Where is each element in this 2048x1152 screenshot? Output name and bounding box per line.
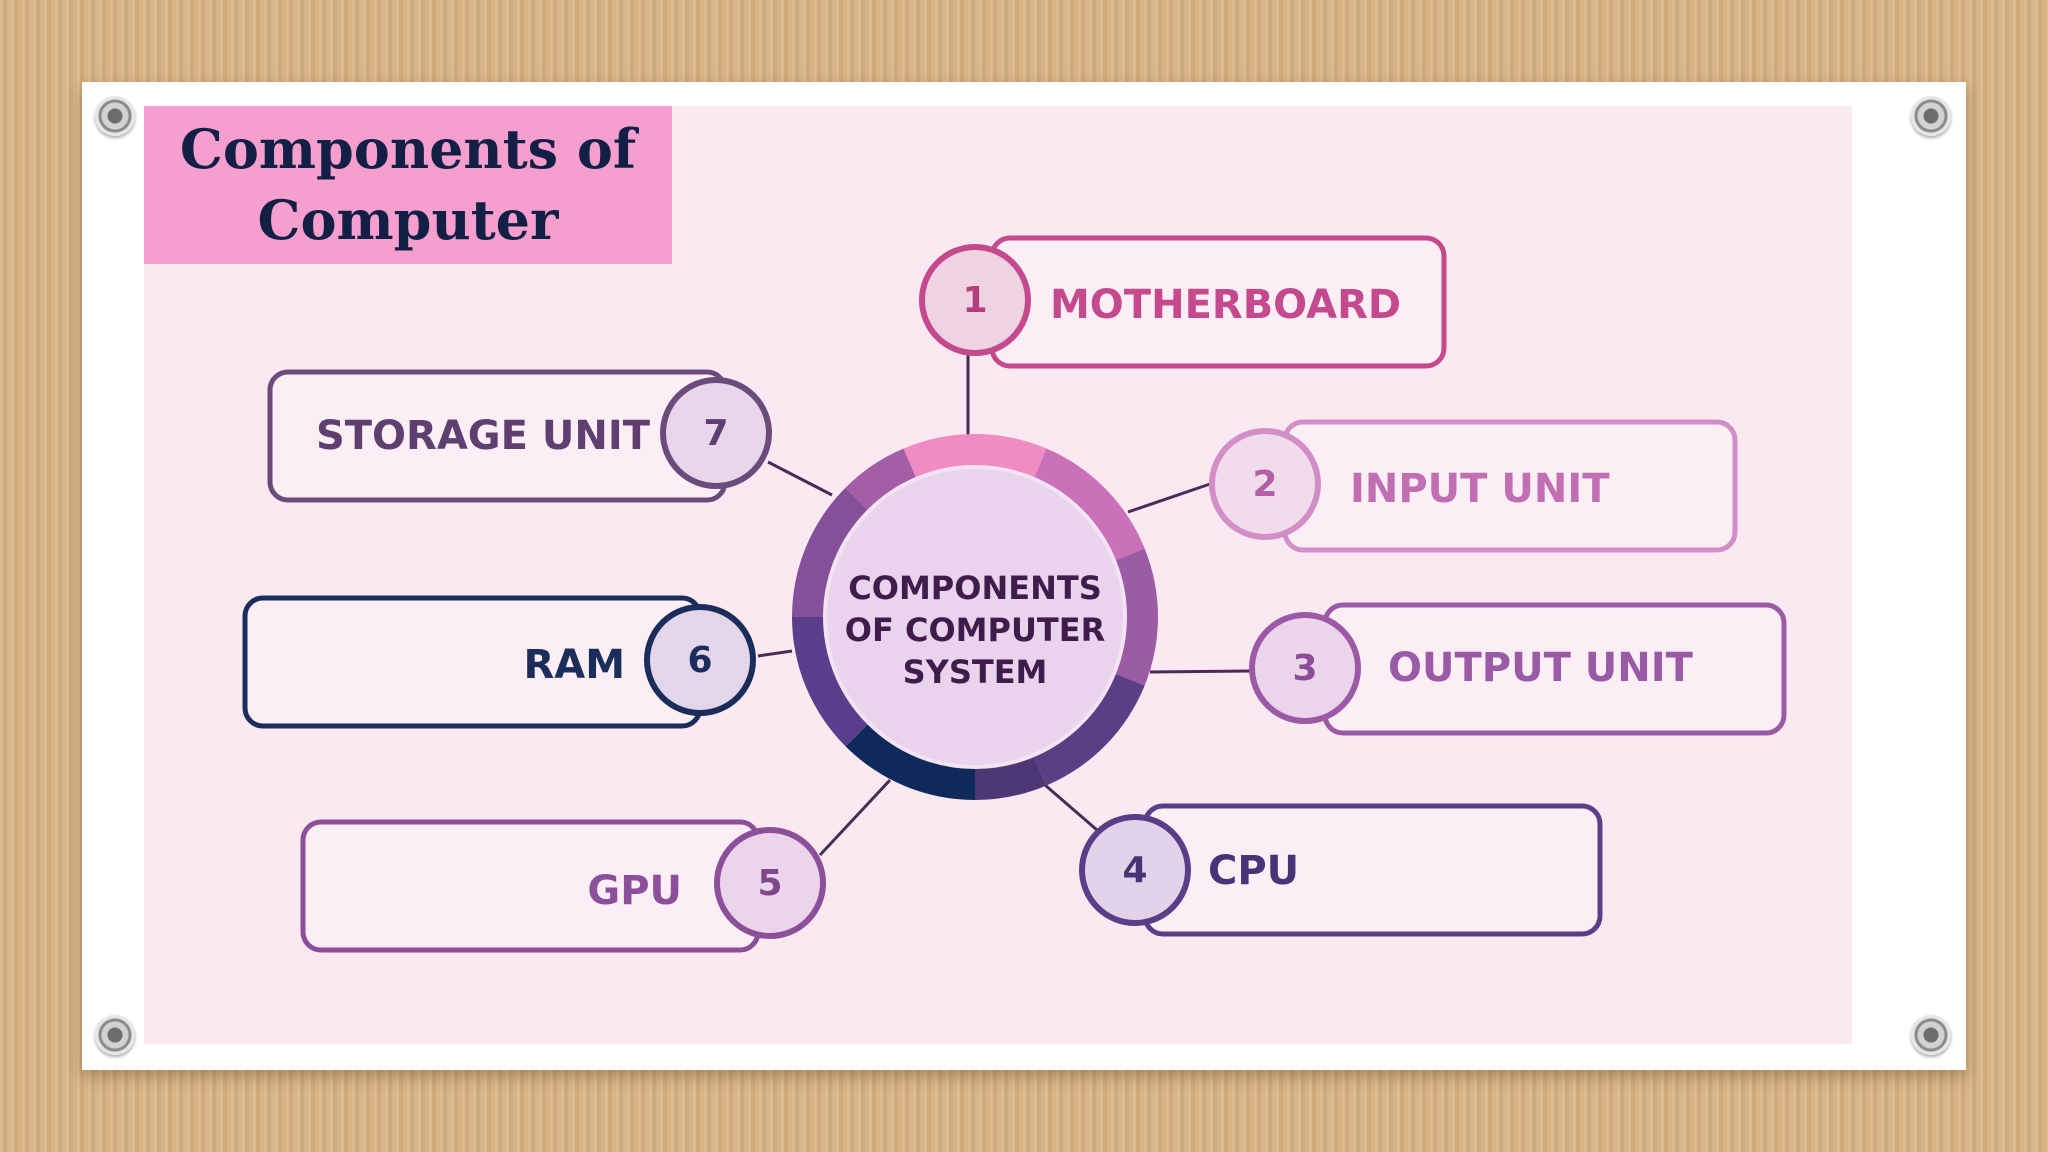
grommet-top-left (95, 96, 135, 136)
badge-number-6: 6 (687, 640, 712, 681)
component-output-unit: 3 OUTPUT UNIT (1249, 602, 1787, 736)
badge-number-1: 1 (962, 280, 987, 321)
label-gpu: GPU (587, 868, 682, 914)
badge-number-7: 7 (703, 413, 728, 454)
ring-segment-plum (792, 487, 869, 617)
connector-lines (757, 353, 1251, 857)
ring-segment-navy (845, 723, 975, 800)
badge-number-5: 5 (757, 863, 782, 904)
grommet-bottom-left (95, 1015, 135, 1055)
label-motherboard: MOTHERBOARD (1050, 282, 1401, 328)
component-storage-unit: 7 STORAGE UNIT (267, 369, 772, 503)
center-line-3: SYSTEM (903, 653, 1048, 691)
component-gpu: 5 GPU (300, 819, 826, 953)
label-input-unit: INPUT UNIT (1350, 466, 1610, 512)
ring-segment-orchid (1033, 448, 1145, 561)
ring-segment-mauve (845, 448, 917, 511)
label-storage-unit: STORAGE UNIT (316, 413, 651, 459)
component-ram: 6 RAM (242, 595, 756, 729)
ring-segments (792, 434, 1158, 800)
badge-number-4: 4 (1122, 850, 1147, 891)
ring-segment-violet (1033, 673, 1145, 786)
badge-number-3: 3 (1292, 648, 1317, 689)
ring-segment-pink (903, 434, 1047, 479)
grommet-top-right (1911, 96, 1951, 136)
label-ram: RAM (523, 642, 625, 688)
center-hub: COMPONENTS OF COMPUTER SYSTEM (792, 434, 1158, 800)
center-line-2: OF COMPUTER (845, 611, 1106, 649)
component-motherboard: 1 MOTHERBOARD (919, 235, 1447, 369)
component-cpu: 4 CPU (1079, 803, 1603, 937)
title-banner: Components of Computer (144, 106, 672, 264)
badge-number-2: 2 (1252, 464, 1277, 505)
ring-segment-purple (1114, 548, 1158, 686)
center-line-1: COMPONENTS (848, 569, 1101, 607)
component-input-unit: 2 INPUT UNIT (1209, 419, 1738, 553)
label-cpu: CPU (1208, 848, 1299, 894)
grommet-bottom-right (1911, 1015, 1951, 1055)
ring-segment-deep-purple (792, 617, 869, 747)
page-title: Components of Computer (179, 117, 637, 252)
label-output-unit: OUTPUT UNIT (1388, 645, 1694, 691)
